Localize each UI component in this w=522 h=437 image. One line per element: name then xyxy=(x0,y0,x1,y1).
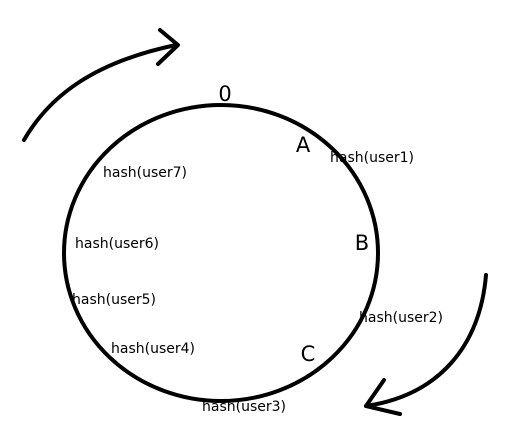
key-user4-label: hash(user4) xyxy=(111,341,195,357)
node-b-label: B xyxy=(355,231,369,255)
ring-origin-label: 0 xyxy=(218,82,231,106)
key-user6-label: hash(user6) xyxy=(75,236,159,252)
clockwise-arrow-bottom-icon xyxy=(364,273,488,416)
clockwise-arrow-top-icon xyxy=(22,28,180,142)
hash-ring-circle xyxy=(62,103,380,403)
key-user3-label: hash(user3) xyxy=(202,399,286,415)
node-a-label: A xyxy=(296,133,311,157)
key-user7-label: hash(user7) xyxy=(103,165,187,181)
node-c-label: C xyxy=(301,342,316,366)
key-user1-label: hash(user1) xyxy=(330,150,414,166)
key-user2-label: hash(user2) xyxy=(359,310,443,326)
key-user5-label: hash(user5) xyxy=(72,292,156,308)
